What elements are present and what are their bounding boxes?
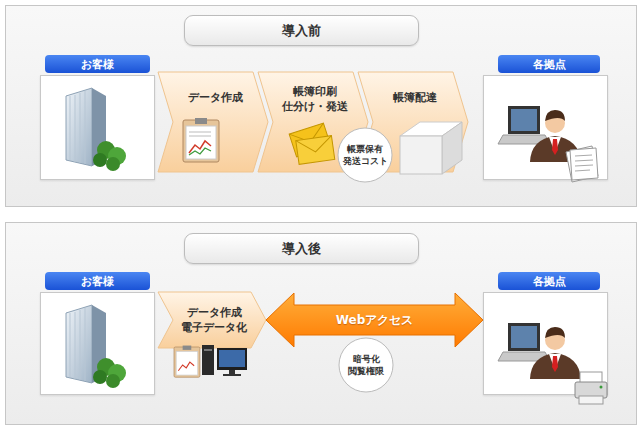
site-label-badge: お客様 (45, 272, 150, 290)
site-label: お客様 (81, 57, 114, 72)
circle-shape (338, 128, 392, 182)
site-label: 各拠点 (533, 57, 566, 72)
site-label-badge: お客様 (45, 55, 150, 73)
circle-shape (337, 127, 393, 183)
circle-shape (338, 337, 394, 393)
site-frame (40, 292, 155, 395)
callout-text-box: 暗号化 閲覧権限 (342, 337, 390, 393)
stage-panel: 導入後お客様データ作成 電子データ化暗号化 閲覧権限 各拠点 (5, 222, 637, 425)
callout-circle: 暗号化 閲覧権限 (338, 337, 394, 393)
step-text: 帳簿印刷 仕分け・発送 (276, 84, 354, 114)
step-text-box: 帳簿配達 (376, 90, 454, 105)
step-text-box: データ作成 電子データ化 (176, 305, 252, 335)
site-frame (40, 75, 155, 180)
step-text: 帳簿配達 (376, 90, 454, 105)
callout-text-box: 帳票保有 発送コスト (341, 127, 389, 183)
callout-text: 暗号化 閲覧権限 (342, 353, 390, 377)
customer-box: お客様 (40, 55, 155, 180)
chevron-shape (158, 292, 266, 348)
connector-label: Webアクセス (336, 312, 414, 329)
site-box: 各拠点 (483, 55, 608, 180)
step-text: データ作成 電子データ化 (176, 305, 252, 335)
chevron-shape (158, 72, 268, 172)
panel-title: 導入前 (282, 22, 321, 40)
site-label: 各拠点 (533, 274, 566, 289)
step-text-box: 帳簿印刷 仕分け・発送 (276, 84, 354, 114)
title-pill: 導入前 (184, 15, 419, 46)
title-pill: 導入後 (184, 233, 419, 264)
panel-title: 導入後 (282, 240, 321, 258)
stage-panel: 導入前お客様データ作成 帳簿印刷 仕分け・発送 帳簿配達帳票保有 発送コスト 各拠点 (5, 5, 637, 207)
callout-circle: 帳票保有 発送コスト (337, 127, 393, 183)
site-label: お客様 (81, 274, 114, 289)
site-label-badge: 各拠点 (498, 55, 600, 73)
step-text: データ作成 (176, 90, 254, 105)
site-frame (483, 75, 608, 180)
site-frame (483, 292, 608, 395)
circle-shape (339, 338, 393, 392)
process-chevron: データ作成 (158, 72, 268, 172)
callout-text: 帳票保有 発送コスト (341, 143, 389, 167)
customer-box: お客様 (40, 272, 155, 395)
process-chevron: データ作成 電子データ化 (158, 292, 266, 348)
step-text-box: データ作成 (176, 90, 254, 105)
chevron-shape (158, 72, 268, 172)
chevron-shape (158, 292, 266, 348)
site-box: 各拠点 (483, 272, 608, 395)
site-label-badge: 各拠点 (498, 272, 600, 290)
